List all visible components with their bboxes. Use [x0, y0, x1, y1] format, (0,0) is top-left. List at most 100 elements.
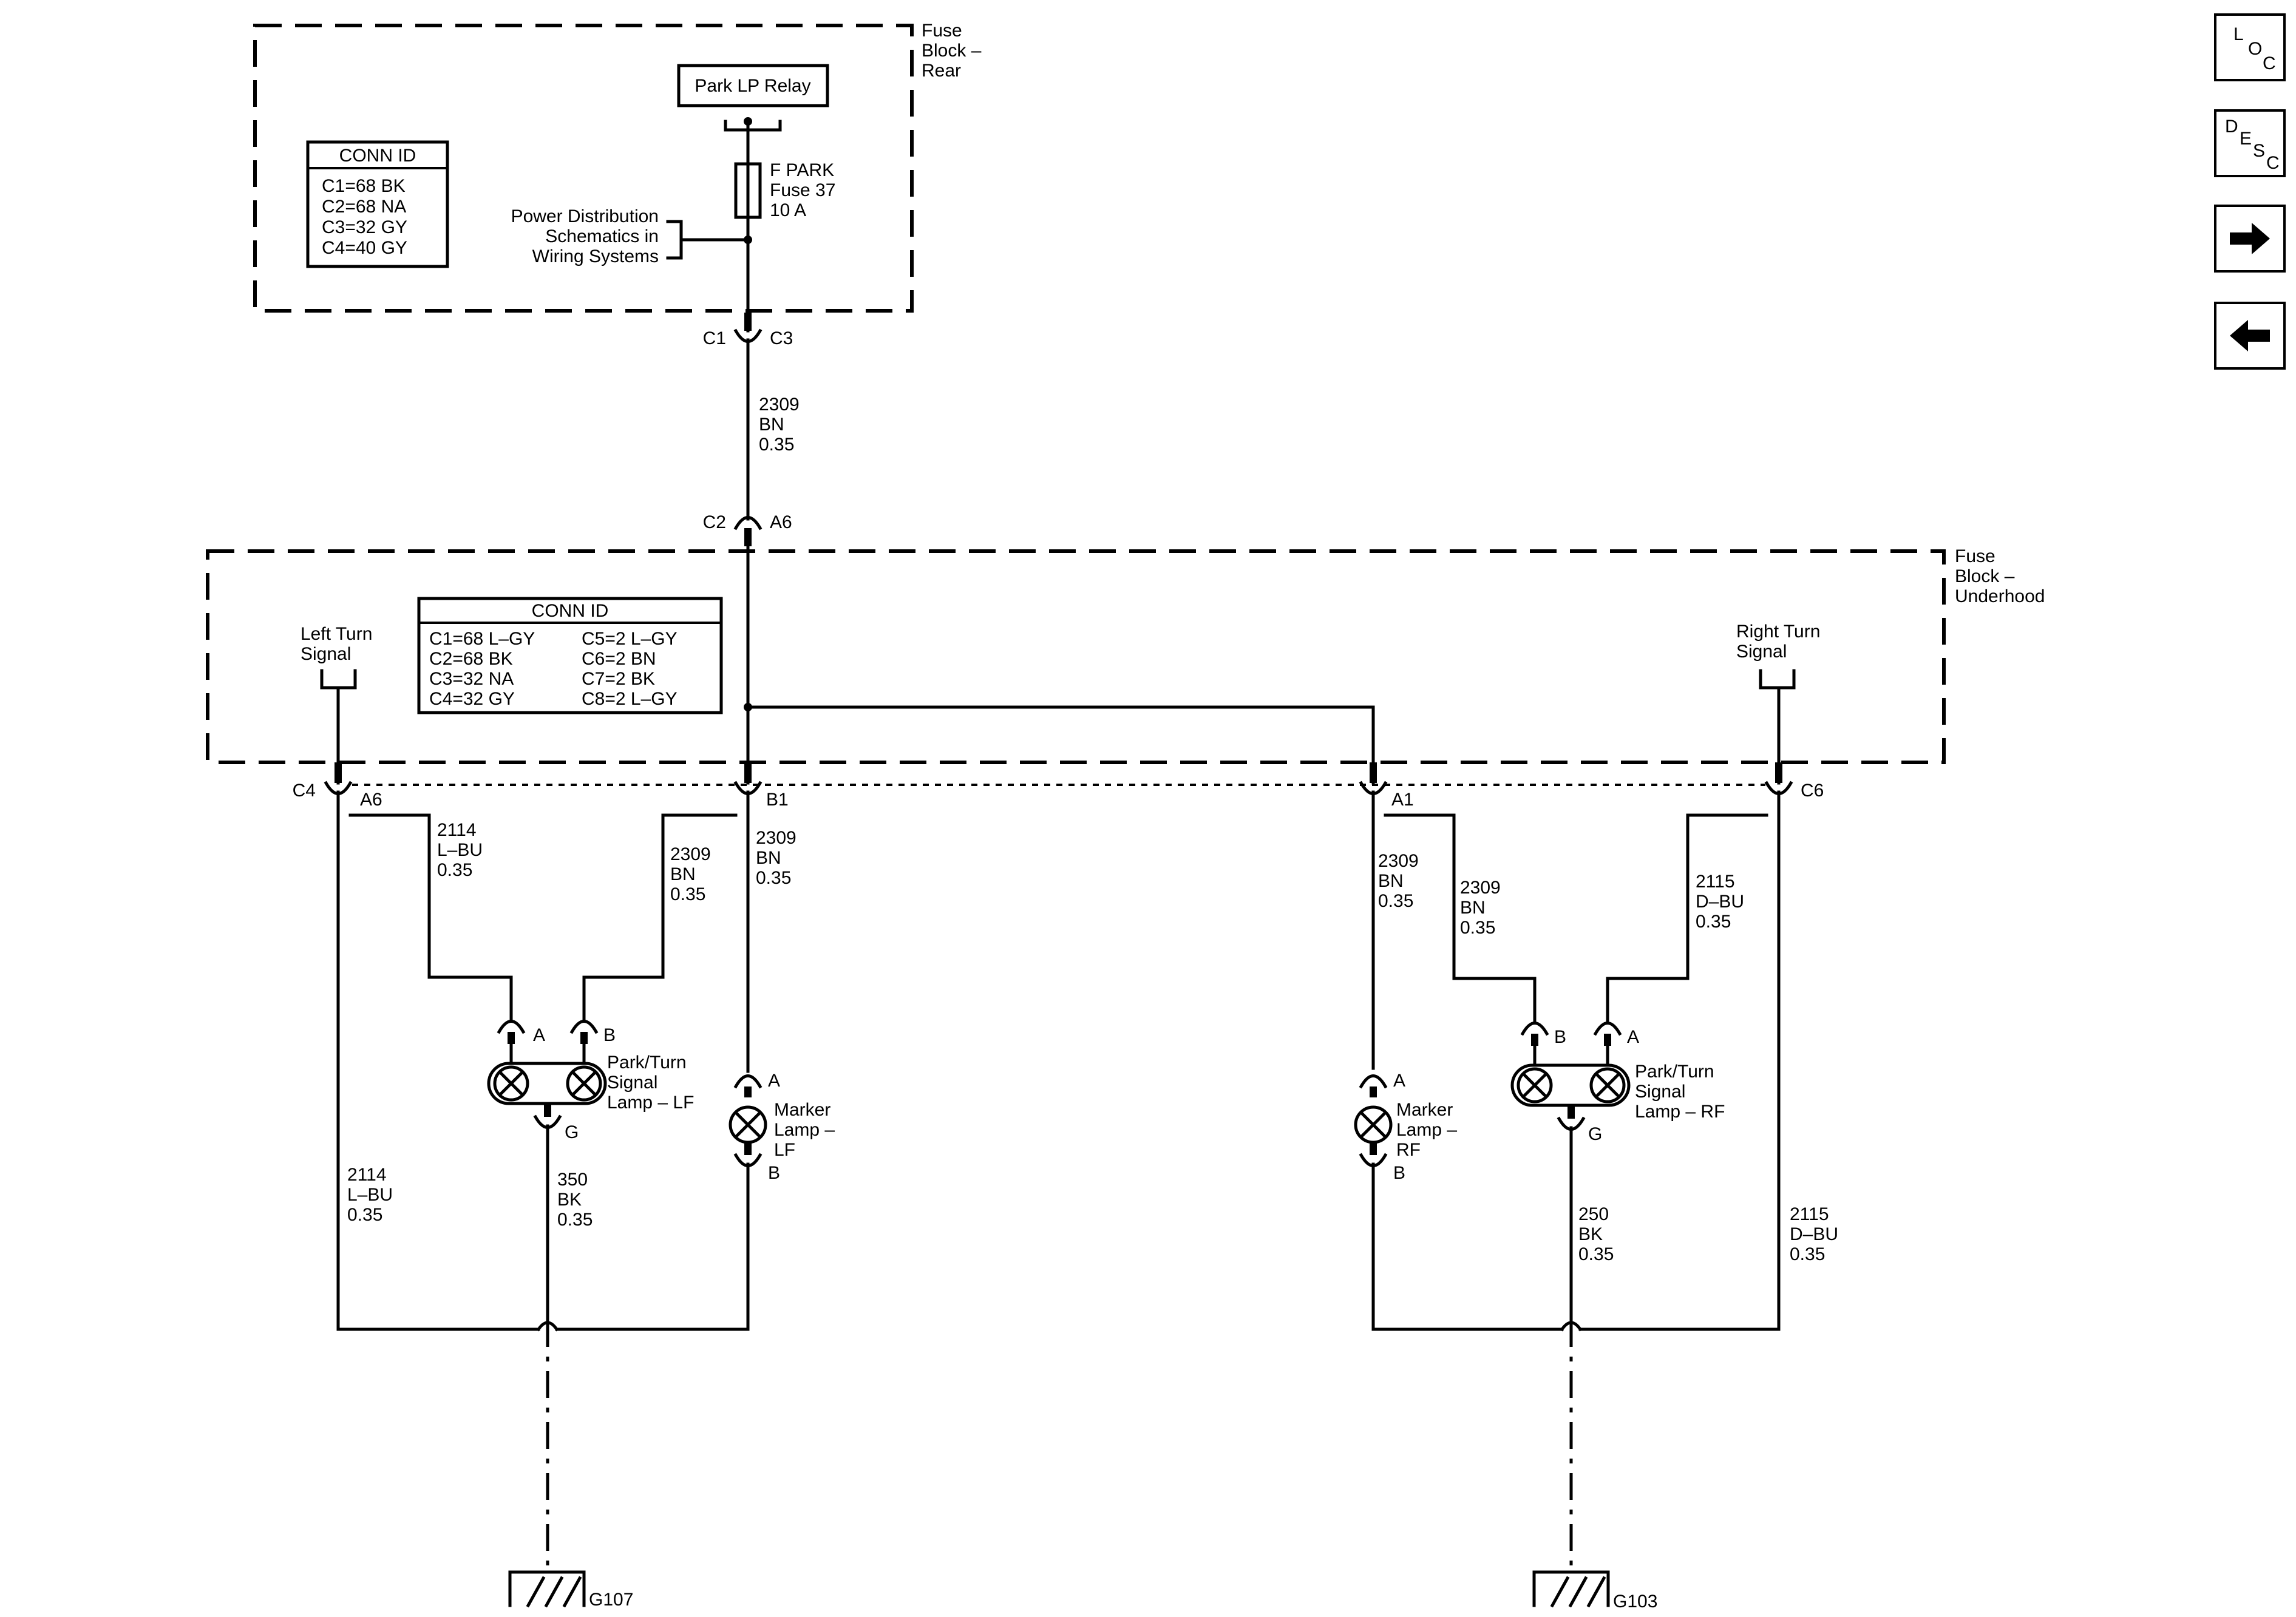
wire-right-2115-upper-2: D–BU — [1696, 892, 1744, 912]
loc-button[interactable]: L O C — [2214, 13, 2286, 81]
ground-g103: G103 — [1532, 1570, 1657, 1612]
power-ref-1: Power Distribution — [511, 206, 659, 226]
marker-lamp-rf: A B Marker Lamp – RF — [1354, 1071, 1457, 1183]
marker-lf-pin-b-label: B — [768, 1163, 780, 1183]
desc-letter-s: S — [2253, 141, 2266, 161]
conn-c6-label: C6 — [1801, 781, 1824, 801]
conn-id-uh-c8: C8=2 L–GY — [582, 689, 678, 709]
arrow-right-icon — [2230, 223, 2270, 254]
desc-letter-d: D — [2225, 117, 2238, 137]
wire-left-350-3: 0.35 — [557, 1210, 593, 1230]
loc-letter-o: O — [2248, 39, 2263, 59]
fuse-block-rear-boundary — [253, 24, 914, 313]
wire-right-2115-lower-2: D–BU — [1790, 1224, 1838, 1244]
wire-left-350-2: BK — [557, 1190, 582, 1210]
back-button[interactable] — [2214, 302, 2286, 370]
wire-top-2309-1: 2309 — [759, 395, 800, 415]
conn-a6-top-label: A6 — [770, 512, 792, 532]
conn-c4-label: C4 — [293, 781, 316, 801]
conn-c1-label: C1 — [703, 328, 726, 348]
fuse-label-1: F PARK — [770, 160, 834, 180]
conn-id-uh-c3: C3=32 NA — [429, 669, 514, 689]
lamp-rf-pin-b — [1520, 1022, 1549, 1036]
marker-lf-pin-a — [733, 1074, 763, 1089]
fuse-block-underhood-title-1: Fuse — [1955, 546, 1995, 566]
park-turn-lf-label-2: Signal — [607, 1073, 657, 1093]
right-turn-signal-2: Signal — [1736, 642, 1787, 662]
wire-left-2309-b1-2: BN — [756, 848, 781, 868]
wire-left-2114-lower-2: L–BU — [347, 1185, 393, 1205]
wire-left-2114-upper-3: 0.35 — [437, 860, 472, 880]
wire-left-2114-upper-2: L–BU — [437, 840, 483, 860]
marker-lf-label-1: Marker — [774, 1100, 830, 1120]
wire-left-350-1: 350 — [557, 1170, 588, 1190]
power-ref-3: Wiring Systems — [532, 246, 659, 266]
park-turn-lamp-rf: B A G Park/Turn Signal Lamp – RF — [1510, 1022, 1725, 1144]
fuse-block-rear-title-3: Rear — [922, 61, 961, 81]
wire-left-2309-upper-3: 0.35 — [670, 884, 705, 904]
wire-right-2309-upper-3: 0.35 — [1460, 918, 1495, 938]
wire-right-2309-upper-1: 2309 — [1460, 878, 1501, 898]
left-turn-signal-2: Signal — [301, 644, 351, 664]
right-turn-signal-1: Right Turn — [1736, 622, 1820, 642]
lamp-lf-pin-b — [569, 1020, 599, 1034]
marker-rf-pin-a — [1359, 1074, 1388, 1089]
lamp-rf-pin-b-label: B — [1554, 1027, 1566, 1047]
conn-id-uh-c6: C6=2 BN — [582, 649, 656, 669]
fuse-block-rear-title-1: Fuse — [922, 21, 962, 41]
wire-left-2309-upper-1: 2309 — [670, 844, 711, 864]
conn-b1-label: B1 — [766, 790, 789, 810]
power-ref-2: Schematics in — [545, 226, 659, 246]
wire-left-2114-lower-3: 0.35 — [347, 1205, 382, 1225]
lamp-rf-pin-g-label: G — [1588, 1124, 1602, 1144]
conn-a1-label: A1 — [1391, 790, 1414, 810]
conn-c2-label: C2 — [703, 512, 726, 532]
fuse-block-rear: Fuse Block – Rear CONN ID C1=68 BK C2=68… — [253, 21, 982, 313]
lamp-rf-pin-a-label: A — [1627, 1027, 1639, 1047]
ground-g107-label: G107 — [589, 1590, 633, 1610]
conn-id-uh-c2: C2=68 BK — [429, 649, 513, 669]
left-turn-signal-1: Left Turn — [301, 624, 372, 644]
conn-id-uh-c4: C4=32 GY — [429, 689, 515, 709]
relay-contact — [724, 120, 782, 132]
fuse-label-3: 10 A — [770, 200, 806, 220]
marker-rf-pin-b-label: B — [1393, 1163, 1405, 1183]
wire-top-2309-2: BN — [759, 415, 784, 435]
conn-id-box-rear — [306, 140, 449, 268]
conn-id-uh-c5: C5=2 L–GY — [582, 629, 678, 649]
desc-letter-c: C — [2266, 153, 2280, 173]
marker-lf-label-2: Lamp – — [774, 1120, 835, 1140]
lamp-lf-pin-a — [497, 1020, 526, 1034]
wire-left-2114-lower-1: 2114 — [347, 1165, 387, 1185]
fuse-block-underhood-title-3: Underhood — [1955, 586, 2045, 606]
wire-right-2115-upper-3: 0.35 — [1696, 912, 1731, 932]
fuse-block-rear-title-2: Block – — [922, 41, 982, 61]
wire-right-2309-a1-1: 2309 — [1378, 851, 1419, 871]
desc-button[interactable]: D E S C — [2214, 109, 2286, 177]
ground-g103-label: G103 — [1613, 1592, 1657, 1612]
marker-lf-label-3: LF — [774, 1140, 795, 1160]
park-lp-relay — [677, 64, 829, 107]
forward-button[interactable] — [2214, 205, 2286, 273]
conn-id-rear-c3: C3=32 GY — [322, 217, 407, 237]
wire-left-2114-upper-1: 2114 — [437, 820, 477, 840]
wire-right-2115-lower-3: 0.35 — [1790, 1244, 1825, 1264]
wire-right-250-1: 250 — [1578, 1204, 1609, 1224]
park-turn-rf-label-2: Signal — [1635, 1082, 1685, 1102]
left-turn-signal-source — [320, 669, 357, 690]
connector-c2-a6 — [733, 516, 763, 531]
park-turn-lf-label-1: Park/Turn — [607, 1053, 687, 1073]
marker-lf-pin-a-label: A — [768, 1071, 780, 1091]
conn-id-title-underhood: CONN ID — [532, 601, 609, 621]
desc-letter-e: E — [2240, 129, 2252, 149]
lamp-lf-pin-g-label: G — [565, 1122, 579, 1142]
wire-left-2309-upper-2: BN — [670, 864, 696, 884]
conn-id-rear-c2: C2=68 NA — [322, 197, 406, 217]
marker-rf-label-2: Lamp – — [1396, 1120, 1457, 1140]
conn-id-title-rear: CONN ID — [339, 146, 416, 166]
park-turn-lamp-lf: A B G Park/Turn Signal Lamp – LF — [487, 1020, 694, 1142]
ground-g107: G107 — [508, 1570, 633, 1610]
wire-right-2309-a1-3: 0.35 — [1378, 891, 1413, 911]
loc-letter-c: C — [2263, 53, 2276, 73]
fuse-block-underhood-title-2: Block – — [1955, 566, 2015, 586]
